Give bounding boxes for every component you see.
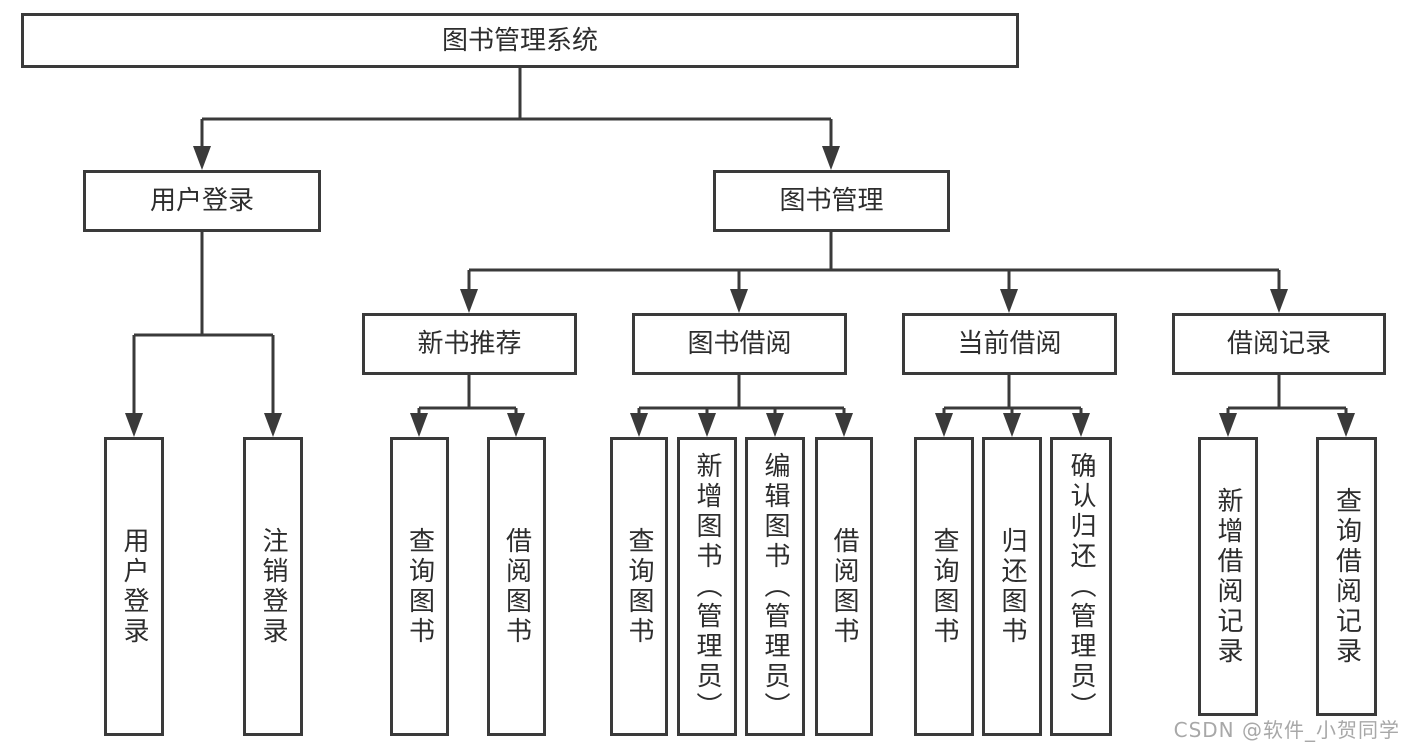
node-current-borrowing-label: 当前借阅 bbox=[957, 329, 1062, 359]
node-root: 图书管理系统 bbox=[21, 13, 1019, 68]
leaf-bb-edit-books-admin-label: 编辑图书（管理员） bbox=[760, 451, 790, 722]
leaf-br-add-record: 新增借阅记录 bbox=[1198, 437, 1258, 716]
arrowhead-icon bbox=[1000, 289, 1018, 313]
node-book-management: 图书管理 bbox=[713, 170, 950, 232]
arrowhead-icon bbox=[766, 413, 784, 437]
arrowhead-icon bbox=[410, 413, 428, 437]
watermark: CSDN @软件_小贺同学 bbox=[1173, 718, 1400, 742]
arrowhead-icon bbox=[698, 413, 716, 437]
connector-current-borrow-to-leaves bbox=[942, 375, 1083, 413]
leaf-br-query-record-label: 查询借阅记录 bbox=[1331, 486, 1362, 667]
node-book-management-label: 图书管理 bbox=[779, 186, 884, 216]
leaf-cb-query-books-label: 查询图书 bbox=[929, 526, 959, 647]
node-borrowing-records-label: 借阅记录 bbox=[1226, 329, 1331, 359]
arrowhead-icon bbox=[264, 413, 282, 437]
arrowhead-icon bbox=[822, 146, 840, 170]
leaf-bb-add-books-admin-label: 新增图书（管理员） bbox=[692, 451, 722, 722]
leaf-cb-confirm-return-admin: 确认归还（管理员） bbox=[1050, 437, 1112, 736]
leaf-br-query-record: 查询借阅记录 bbox=[1316, 437, 1377, 716]
leaf-bb-query-books-label: 查询图书 bbox=[624, 526, 654, 647]
connector-new-book-rec-to-leaves bbox=[417, 375, 518, 413]
arrowhead-icon bbox=[730, 289, 748, 313]
arrowhead-icon bbox=[630, 413, 648, 437]
arrowhead-icon bbox=[1337, 413, 1355, 437]
connector-book-borrow-to-leaves bbox=[637, 375, 846, 413]
arrowhead-icon bbox=[1003, 413, 1021, 437]
leaf-br-add-record-label: 新增借阅记录 bbox=[1213, 486, 1243, 667]
arrowhead-icon bbox=[935, 413, 953, 437]
connector-root-to-level2 bbox=[200, 68, 833, 146]
leaf-nbr-query-books: 查询图书 bbox=[390, 437, 449, 736]
leaf-nbr-borrow-books: 借阅图书 bbox=[487, 437, 546, 736]
connector-borrow-records-to-leaves bbox=[1226, 375, 1348, 413]
leaf-cb-confirm-return-admin-label: 确认归还（管理员） bbox=[1066, 451, 1096, 722]
leaf-nbr-borrow-books-label: 借阅图书 bbox=[501, 526, 532, 647]
arrowhead-icon bbox=[193, 146, 211, 170]
leaf-logout-label: 注销登录 bbox=[258, 526, 288, 647]
node-root-label: 图书管理系统 bbox=[441, 25, 598, 56]
connector-book-mgmt-to-level3 bbox=[467, 232, 1281, 289]
arrowhead-icon bbox=[1270, 289, 1288, 313]
leaf-cb-return-books-label: 归还图书 bbox=[997, 526, 1027, 647]
leaf-bb-borrow-books: 借阅图书 bbox=[815, 437, 873, 736]
node-user-login-branch: 用户登录 bbox=[83, 170, 321, 232]
leaf-bb-edit-books-admin: 编辑图书（管理员） bbox=[745, 437, 805, 736]
connector-user-login-to-leaves bbox=[132, 232, 275, 413]
node-new-book-recommend-label: 新书推荐 bbox=[417, 329, 522, 359]
arrowhead-icon bbox=[125, 413, 143, 437]
node-borrowing-records: 借阅记录 bbox=[1172, 313, 1386, 375]
arrowhead-icon bbox=[460, 289, 478, 313]
arrowhead-icon bbox=[1072, 413, 1090, 437]
arrowhead-icon bbox=[507, 413, 525, 437]
node-book-borrowing: 图书借阅 bbox=[632, 313, 847, 375]
node-user-login-branch-label: 用户登录 bbox=[149, 186, 254, 216]
leaf-cb-return-books: 归还图书 bbox=[982, 437, 1042, 736]
leaf-user-login: 用户登录 bbox=[104, 437, 164, 736]
leaf-logout: 注销登录 bbox=[243, 437, 303, 736]
leaf-user-login-label: 用户登录 bbox=[119, 526, 149, 647]
arrowhead-icon bbox=[1219, 413, 1237, 437]
leaf-nbr-query-books-label: 查询图书 bbox=[404, 526, 435, 647]
node-book-borrowing-label: 图书借阅 bbox=[687, 329, 792, 359]
leaf-cb-query-books: 查询图书 bbox=[914, 437, 974, 736]
node-current-borrowing: 当前借阅 bbox=[902, 313, 1117, 375]
leaf-bb-borrow-books-label: 借阅图书 bbox=[829, 526, 859, 647]
node-new-book-recommend: 新书推荐 bbox=[362, 313, 577, 375]
leaf-bb-query-books: 查询图书 bbox=[610, 437, 668, 736]
leaf-bb-add-books-admin: 新增图书（管理员） bbox=[677, 437, 737, 736]
arrowhead-icon bbox=[835, 413, 853, 437]
